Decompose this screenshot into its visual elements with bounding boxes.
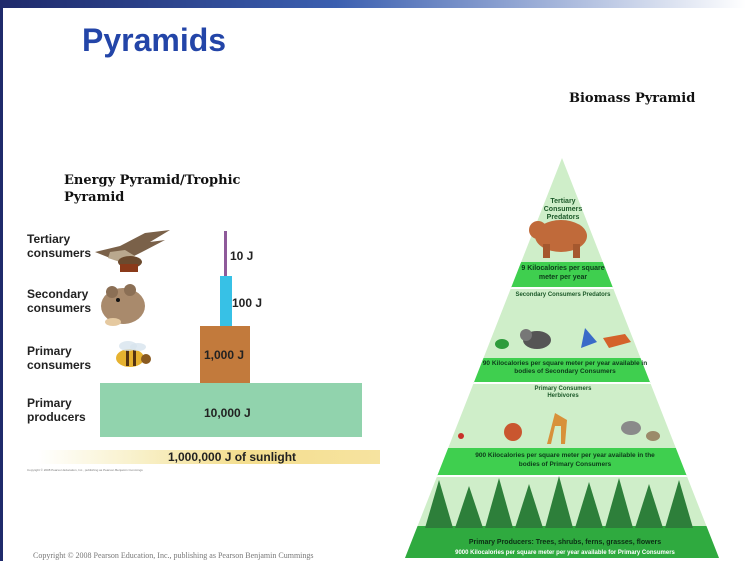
- label-tertiary-consumers: Tertiary consumers: [27, 232, 87, 260]
- energy-pyramid-heading: Energy Pyramid/Trophic Pyramid: [64, 172, 274, 206]
- secondary-consumers-title: Secondary Consumers Predators: [515, 292, 611, 299]
- primary-producers-title: Primary Producers: Trees, shrubs, ferns,…: [420, 538, 710, 547]
- ladybug-icon: [458, 433, 464, 439]
- bee-icon: [108, 338, 156, 374]
- bird-icon: [621, 421, 641, 435]
- biomass-pyramid-heading: Biomass Pyramid: [569, 90, 695, 107]
- slide-title: Pyramids: [82, 22, 226, 59]
- primary-biomass-band-text: 900 Kilocalories per square meter per ye…: [472, 451, 658, 469]
- energy-label-producers: 10,000 J: [204, 406, 251, 420]
- mouse-icon: [95, 282, 150, 330]
- producers-biomass-band-text: 9000 Kilocalories per square meter per y…: [414, 549, 716, 557]
- footer-copyright: Copyright © 2008 Pearson Education, Inc.…: [33, 551, 363, 561]
- hawk-icon: [90, 228, 180, 278]
- tertiary-biomass-band-text: 9 Kilocalories per square meter per year: [520, 264, 606, 282]
- label-primary-producers: Primary producers: [27, 396, 97, 424]
- figure-copyright: Copyright © 2008 Pearson Education, Inc.…: [27, 468, 143, 472]
- energy-label-tertiary: 10 J: [230, 249, 253, 263]
- frog-icon: [495, 339, 509, 349]
- primary-consumers-title: Primary Consumers Herbivores: [520, 386, 606, 400]
- top-accent-bar: [0, 0, 746, 8]
- bar-secondary-energy: [220, 276, 232, 326]
- rabbit-icon: [646, 431, 660, 441]
- label-primary-consumers: Primary consumers: [27, 344, 97, 372]
- energy-label-primary-consumers: 1,000 J: [204, 348, 244, 362]
- bar-tertiary-energy: [224, 231, 227, 276]
- tertiary-consumers-title: Tertiary Consumers Predators: [538, 198, 588, 222]
- secondary-biomass-band-text: 90 Kilocalories per square meter per yea…: [480, 360, 650, 376]
- energy-label-secondary: 100 J: [232, 296, 262, 310]
- sunlight-label: 1,000,000 J of sunlight: [168, 450, 296, 464]
- squirrel-icon: [504, 423, 522, 441]
